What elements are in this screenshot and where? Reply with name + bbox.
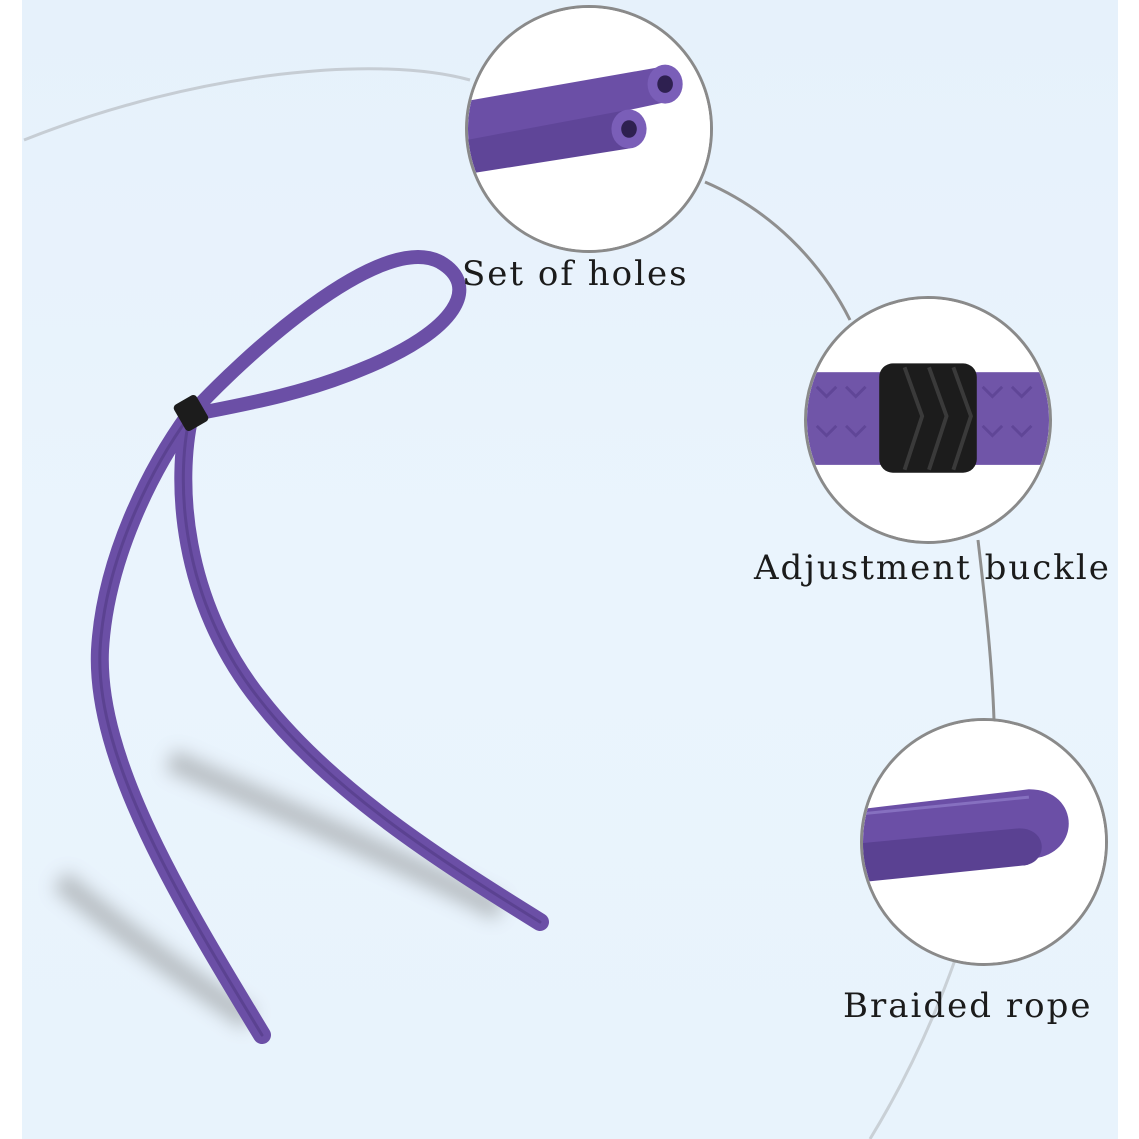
buckle-label: Adjustment buckle: [754, 548, 1111, 588]
buckle-callout: [804, 296, 1052, 544]
holes-label: Set of holes: [462, 254, 689, 294]
connector-arc: [23, 67, 471, 142]
buckle-closeup-icon: [807, 299, 1049, 541]
connector-arc: [976, 539, 996, 721]
connector-arc: [868, 959, 957, 1139]
cord-shadow: [165, 749, 505, 920]
connector-arc: [704, 180, 852, 321]
rope-tips-closeup-icon: [468, 8, 710, 250]
rope-label: Braided rope: [843, 986, 1093, 1026]
eyeglass-cord: [90, 250, 549, 1044]
buckle-icon: [173, 394, 209, 432]
rope-callout: [860, 718, 1108, 966]
holes-callout: [465, 5, 713, 253]
cord-shadow: [52, 871, 257, 1030]
braided-rope-closeup-icon: [863, 721, 1105, 963]
